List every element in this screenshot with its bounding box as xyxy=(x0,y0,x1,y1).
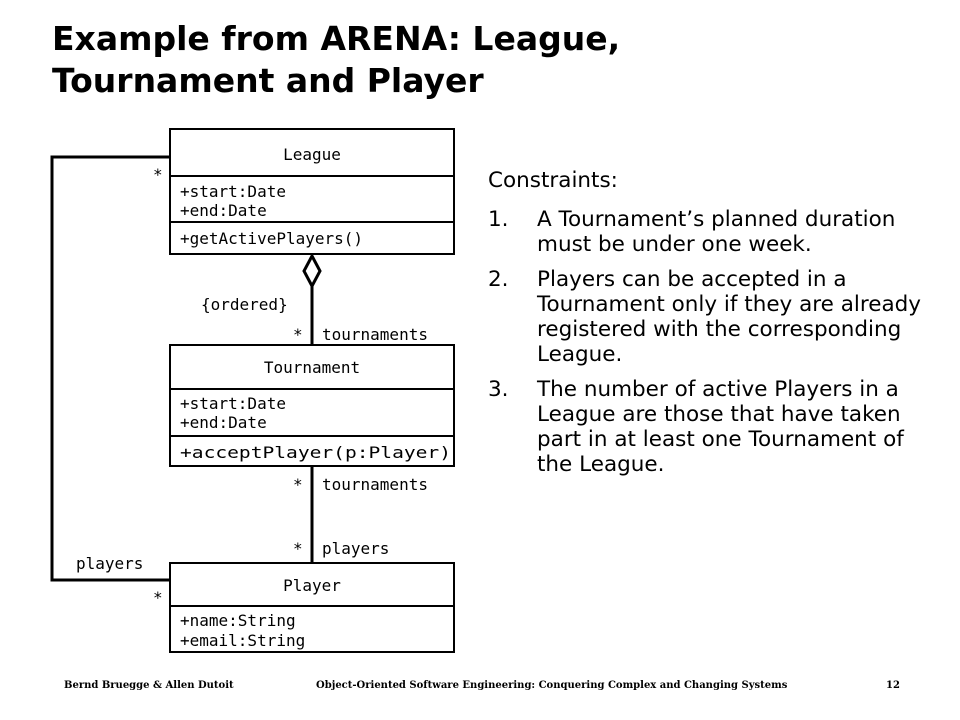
league-class-name: League xyxy=(283,145,341,164)
player-class-box xyxy=(169,562,455,653)
tournament-end-multiplicity-label: * xyxy=(293,475,303,494)
constraint-text: A Tournament’s planned duration must be … xyxy=(537,207,896,257)
league-class: League +start:Date +end:Date +getActiveP… xyxy=(169,128,455,255)
tournament-attribute-start: +start:Date xyxy=(180,394,286,413)
league-attribute-start: +start:Date xyxy=(180,182,286,201)
aggregation-diamond-icon xyxy=(302,252,322,290)
slide-title-line-2: Tournament and Player xyxy=(52,61,484,100)
tournament-class-name: Tournament xyxy=(264,358,360,377)
constraint-number: 1. xyxy=(488,207,509,232)
player-attribute-name: +name:String xyxy=(180,611,296,630)
tournament-operation-accept-player: +acceptPlayer(p:Player) xyxy=(180,443,451,462)
constraints-heading: Constraints: xyxy=(488,168,618,193)
tournament-end-role-label: tournaments xyxy=(322,475,428,494)
tournament-class: Tournament +start:Date +end:Date +accept… xyxy=(169,344,455,467)
tournaments-role-label: tournaments xyxy=(322,325,428,344)
player-side-multiplicity-label: * xyxy=(153,588,163,607)
constraint-item: 2. Players can be accepted in a Tourname… xyxy=(488,267,928,367)
player-class-name: Player xyxy=(283,576,341,595)
constraints-list: 1. A Tournament’s planned duration must … xyxy=(488,207,928,477)
player-attribute-email: +email:String xyxy=(180,631,305,650)
tournament-attribute-end: +end:Date xyxy=(180,413,267,432)
slide-title: Example from ARENA: League, Tournament a… xyxy=(52,18,912,102)
league-end-multiplicity-label: * xyxy=(153,165,163,184)
players-role-label: players xyxy=(76,554,143,573)
footer-book-title: Object-Oriented Software Engineering: Co… xyxy=(316,680,788,691)
footer-page-number: 12 xyxy=(886,680,900,691)
league-tournament-aggregation: {ordered} * tournaments xyxy=(201,252,428,345)
constraint-text: The number of active Players in a League… xyxy=(537,377,904,477)
constraint-number: 3. xyxy=(488,377,509,402)
league-operation-get-active-players: +getActivePlayers() xyxy=(180,229,363,248)
constraint-number: 2. xyxy=(488,267,509,292)
league-player-association: * players * xyxy=(50,155,170,607)
constraint-item: 3. The number of active Players in a Lea… xyxy=(488,377,928,477)
league-player-line xyxy=(50,155,170,582)
player-end-multiplicity-label: * xyxy=(293,539,303,558)
ordered-constraint-label: {ordered} xyxy=(201,295,288,314)
constraint-text: Players can be accepted in a Tournament … xyxy=(537,267,922,367)
slide-title-line-1: Example from ARENA: League, xyxy=(52,19,621,58)
footer-authors: Bernd Bruegge & Allen Dutoit xyxy=(64,680,234,691)
league-attribute-end: +end:Date xyxy=(180,201,267,220)
constraints-panel: Constraints: 1. A Tournament’s planned d… xyxy=(488,168,928,487)
tournaments-multiplicity-label: * xyxy=(293,325,303,344)
tournament-player-association: * tournaments * players xyxy=(293,466,428,563)
player-end-role-label: players xyxy=(322,539,389,558)
player-class: Player +name:String +email:String xyxy=(169,562,455,653)
constraint-item: 1. A Tournament’s planned duration must … xyxy=(488,207,928,257)
